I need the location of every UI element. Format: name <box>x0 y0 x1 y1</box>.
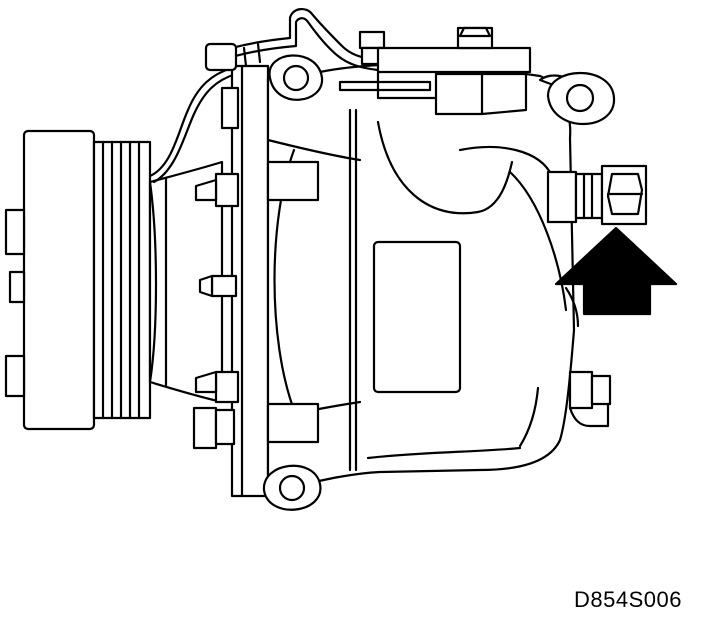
refrigerant-line <box>206 9 384 70</box>
rear-fitting <box>548 166 646 224</box>
front-flange <box>194 66 268 496</box>
indicator-arrow <box>556 228 676 314</box>
mounting-ears <box>264 55 614 509</box>
front-housing <box>150 68 236 402</box>
pulley <box>6 131 150 429</box>
compressor-body <box>268 64 578 492</box>
figure-code: D854S006 <box>574 587 682 612</box>
top-bracket <box>340 28 530 114</box>
rear-bolt <box>570 372 610 426</box>
